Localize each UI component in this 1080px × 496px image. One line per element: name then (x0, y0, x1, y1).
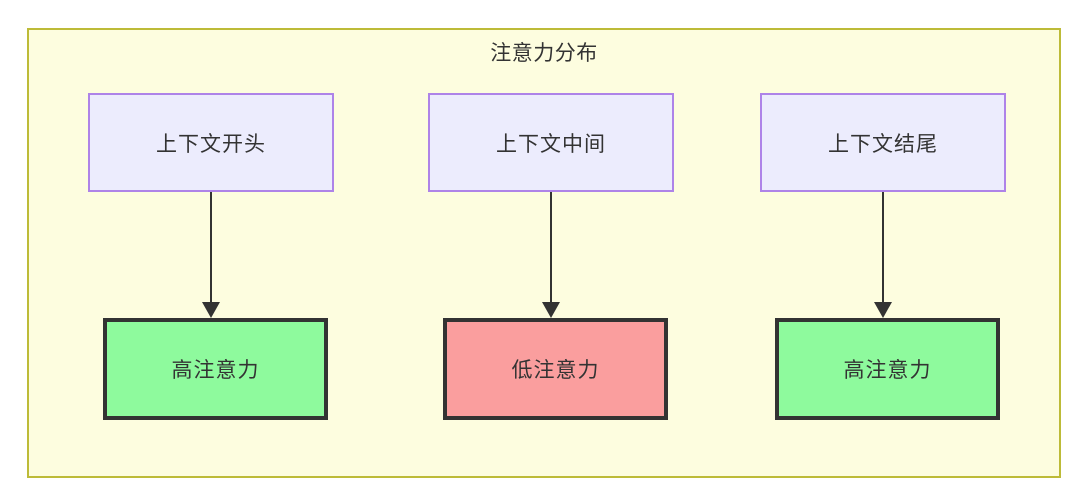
subgraph-title: 注意力分布 (490, 42, 598, 65)
node-context-start[interactable]: 上下文开头 (88, 93, 334, 192)
node-attention-middle[interactable]: 低注意力 (443, 318, 668, 420)
node-attention-end[interactable]: 高注意力 (775, 318, 1000, 420)
node-context-middle[interactable]: 上下文中间 (428, 93, 674, 192)
node-attention-start[interactable]: 高注意力 (103, 318, 328, 420)
node-context-end[interactable]: 上下文结尾 (760, 93, 1006, 192)
